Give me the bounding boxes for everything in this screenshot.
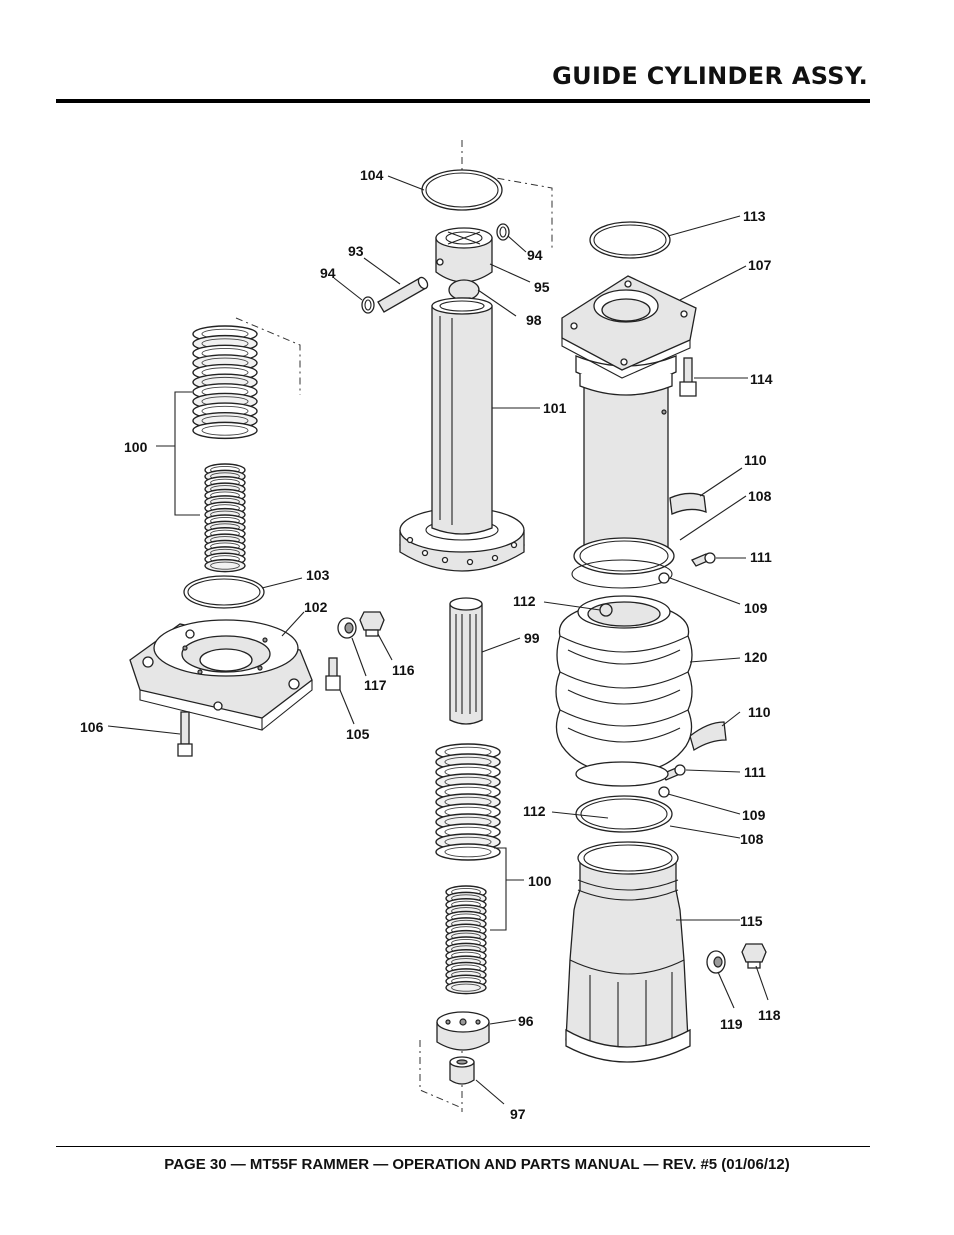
callout-97: 97 [510, 1106, 526, 1122]
part-114-bolt [679, 357, 697, 397]
part-103-snap-ring [183, 575, 265, 609]
callout-labels: 104 94 93 94 95 98 101 113 107 114 110 1… [80, 167, 781, 1122]
callout-116: 116 [392, 662, 415, 678]
callout-111: 111 [750, 549, 772, 565]
callout-119: 119 [720, 1016, 743, 1032]
part-119-washer [706, 950, 726, 974]
callout-100: 100 [124, 439, 148, 455]
part-101-guide-tube [399, 297, 525, 572]
part-118-plug [741, 943, 767, 969]
part-108-ring-lower [575, 795, 673, 833]
part-115-lower-housing [565, 841, 691, 1063]
callout-106: 106 [80, 719, 104, 735]
part-105-bolt [325, 657, 341, 691]
callout-98: 98 [526, 312, 542, 328]
page-footer: PAGE 30 — MT55F RAMMER — OPERATION AND P… [164, 1156, 790, 1173]
part-110-wedge-lower [689, 721, 727, 752]
callout-110: 110 [744, 452, 767, 468]
part-116-plug [359, 611, 385, 637]
part-97-nut [449, 1056, 475, 1085]
callout-96: 96 [518, 1013, 534, 1029]
callout-110: 110 [748, 704, 771, 720]
page-title: GUIDE CYLINDER ASSY. [552, 62, 868, 90]
callout-112: 112 [513, 593, 536, 609]
callout-108: 108 [740, 831, 764, 847]
part-106-bolt [177, 711, 193, 757]
part-100-spring-upper-outer [192, 325, 258, 440]
right-assembly [555, 221, 767, 1063]
part-96-spring-seat [436, 1011, 490, 1051]
callout-101: 101 [543, 400, 567, 416]
callout-113: 113 [743, 208, 766, 224]
part-100-spring-lower-outer [435, 743, 501, 861]
callout-93: 93 [348, 243, 364, 259]
callout-120: 120 [744, 649, 768, 665]
part-102-base-plate [129, 619, 313, 731]
callout-99: 99 [524, 630, 540, 646]
callout-118: 118 [758, 1007, 781, 1023]
callout-104: 104 [360, 167, 384, 183]
callout-112: 112 [523, 803, 546, 819]
callout-107: 107 [748, 257, 772, 273]
callout-109: 109 [742, 807, 766, 823]
callout-115: 115 [740, 913, 763, 929]
part-111-screw-upper [691, 552, 716, 567]
leader-lines [107, 175, 769, 1105]
part-93-pin [377, 276, 429, 313]
part-107-upper-housing [561, 275, 697, 556]
part-94-clip-right [496, 223, 510, 241]
header-rule [56, 99, 870, 103]
callout-102: 102 [304, 599, 328, 615]
part-113-o-ring [589, 221, 671, 259]
part-95-cap [435, 227, 493, 283]
callout-94: 94 [527, 247, 543, 263]
callout-114: 114 [750, 371, 773, 387]
callout-95: 95 [534, 279, 550, 295]
part-100-spring-upper-inner [204, 463, 246, 573]
center-assembly [399, 140, 553, 1112]
callout-109: 109 [744, 600, 768, 616]
callout-94: 94 [320, 265, 336, 281]
part-109-clamp-band-upper [571, 559, 673, 589]
part-104-o-ring [421, 169, 503, 211]
part-108-ring-upper [573, 537, 675, 575]
part-112-nut-upper [599, 603, 613, 617]
callout-111: 111 [744, 764, 766, 780]
left-assembly [129, 317, 385, 757]
callout-117: 117 [364, 677, 387, 693]
part-99-filter-tube [449, 597, 483, 725]
callout-108: 108 [748, 488, 772, 504]
part-94-clip-left [361, 296, 375, 314]
part-100-spring-lower-inner [445, 885, 487, 995]
callout-105: 105 [346, 726, 370, 742]
footer-rule [56, 1146, 870, 1147]
part-110-wedge-upper [669, 492, 707, 515]
part-117-washer [337, 617, 357, 639]
callout-100: 100 [528, 873, 552, 889]
part-120-bellows [555, 595, 693, 798]
callout-103: 103 [306, 567, 330, 583]
